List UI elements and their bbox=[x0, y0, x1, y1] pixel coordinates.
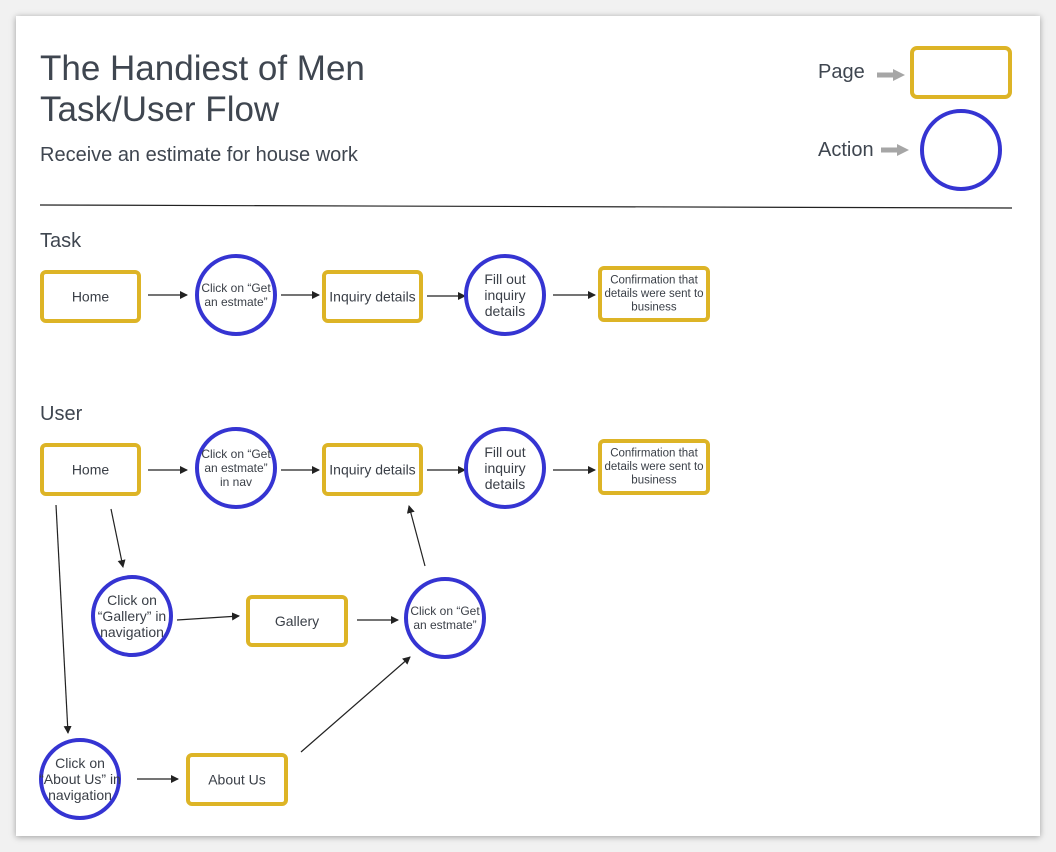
legend-action-label: Action bbox=[818, 139, 874, 161]
node-label-line: Home bbox=[72, 289, 110, 305]
legend-action-arrow bbox=[881, 144, 909, 156]
node-label-line: Confirmation that bbox=[610, 275, 698, 287]
title-line-1: The Handiest of Men bbox=[40, 49, 365, 88]
node-label-line: business bbox=[631, 301, 677, 313]
edge-user-about-us-to-user-click-estimate bbox=[300, 656, 411, 753]
node-label-line: Gallery bbox=[275, 613, 319, 629]
action-circle bbox=[195, 427, 277, 509]
node-label-line: “About Us” in bbox=[39, 771, 121, 787]
title-line-2: Task/User Flow bbox=[40, 90, 280, 129]
node-label-line: an estmate” bbox=[204, 461, 267, 475]
node-user-home: Home bbox=[40, 443, 141, 496]
node-user-about-us: About Us bbox=[186, 753, 288, 806]
node-label-line: Fill out bbox=[484, 271, 525, 287]
legend-page-label: Page bbox=[818, 61, 865, 83]
node-label-line: details were sent to bbox=[604, 288, 703, 300]
edge-user-home-to-user-click-about bbox=[55, 504, 72, 734]
node-label-line: navigation bbox=[48, 787, 112, 803]
node-label-line: details bbox=[485, 476, 525, 492]
legend-page-arrow bbox=[877, 69, 905, 81]
node-label-line: Inquiry details bbox=[329, 289, 415, 305]
page-box bbox=[322, 270, 423, 323]
page-box bbox=[598, 439, 710, 495]
node-label-line: details were sent to bbox=[604, 461, 703, 473]
node-label-line: an estmate” bbox=[413, 618, 476, 632]
node-label-line: Click on “Get bbox=[201, 281, 271, 295]
node-label-line: About Us bbox=[208, 772, 266, 788]
node-label-line: inquiry bbox=[484, 460, 525, 476]
diagram-sheet bbox=[16, 16, 1040, 836]
page-subtitle: Receive an estimate for house work bbox=[40, 144, 358, 166]
node-label-line: Home bbox=[72, 462, 110, 478]
edges-layer bbox=[55, 291, 596, 783]
edge-user-click-gallery-to-user-gallery bbox=[176, 612, 240, 621]
node-label-line: Fill out bbox=[484, 444, 525, 460]
node-user-gallery: Gallery bbox=[246, 595, 348, 647]
node-label-line: in nav bbox=[220, 475, 252, 489]
page-box bbox=[40, 270, 141, 323]
node-label-line: Click on bbox=[55, 755, 105, 771]
page-box bbox=[246, 595, 348, 647]
action-circle bbox=[39, 738, 121, 820]
node-label-line: Inquiry details bbox=[329, 462, 415, 478]
node-label-line: inquiry bbox=[484, 287, 525, 303]
node-task-home: Home bbox=[40, 270, 141, 323]
node-task-inquiry-details: Inquiry details bbox=[322, 270, 423, 323]
edge-user-home-to-user-click-gallery bbox=[110, 508, 126, 568]
legend-action-swatch bbox=[920, 109, 1002, 191]
page-box bbox=[322, 443, 423, 496]
action-circle bbox=[464, 254, 546, 336]
page-title: The Handiest of Men Task/User Flow bbox=[40, 48, 365, 130]
page-box bbox=[186, 753, 288, 806]
page-box bbox=[40, 443, 141, 496]
legend-page-swatch bbox=[910, 46, 1012, 99]
section-label-task: Task bbox=[40, 230, 82, 252]
action-circle bbox=[464, 427, 546, 509]
edge-user-click-estimate-to-user-inquiry-details bbox=[406, 505, 426, 567]
action-circle bbox=[404, 577, 486, 659]
header-divider bbox=[39, 204, 1013, 209]
node-label-line: details bbox=[485, 303, 525, 319]
page-box bbox=[598, 266, 710, 322]
node-label-line: “Gallery” in bbox=[98, 608, 166, 624]
action-circle bbox=[91, 575, 173, 657]
node-label-line: Confirmation that bbox=[610, 448, 698, 460]
node-label-line: Click on “Get bbox=[410, 604, 480, 618]
node-label-line: Click on “Get bbox=[201, 447, 271, 461]
section-label-user: User bbox=[40, 403, 83, 425]
node-label-line: an estmate” bbox=[204, 295, 267, 309]
action-circle bbox=[195, 254, 277, 336]
node-user-inquiry-details: Inquiry details bbox=[322, 443, 423, 496]
node-label-line: navigation bbox=[100, 624, 164, 640]
node-label-line: Click on bbox=[107, 592, 157, 608]
node-label-line: business bbox=[631, 474, 677, 486]
